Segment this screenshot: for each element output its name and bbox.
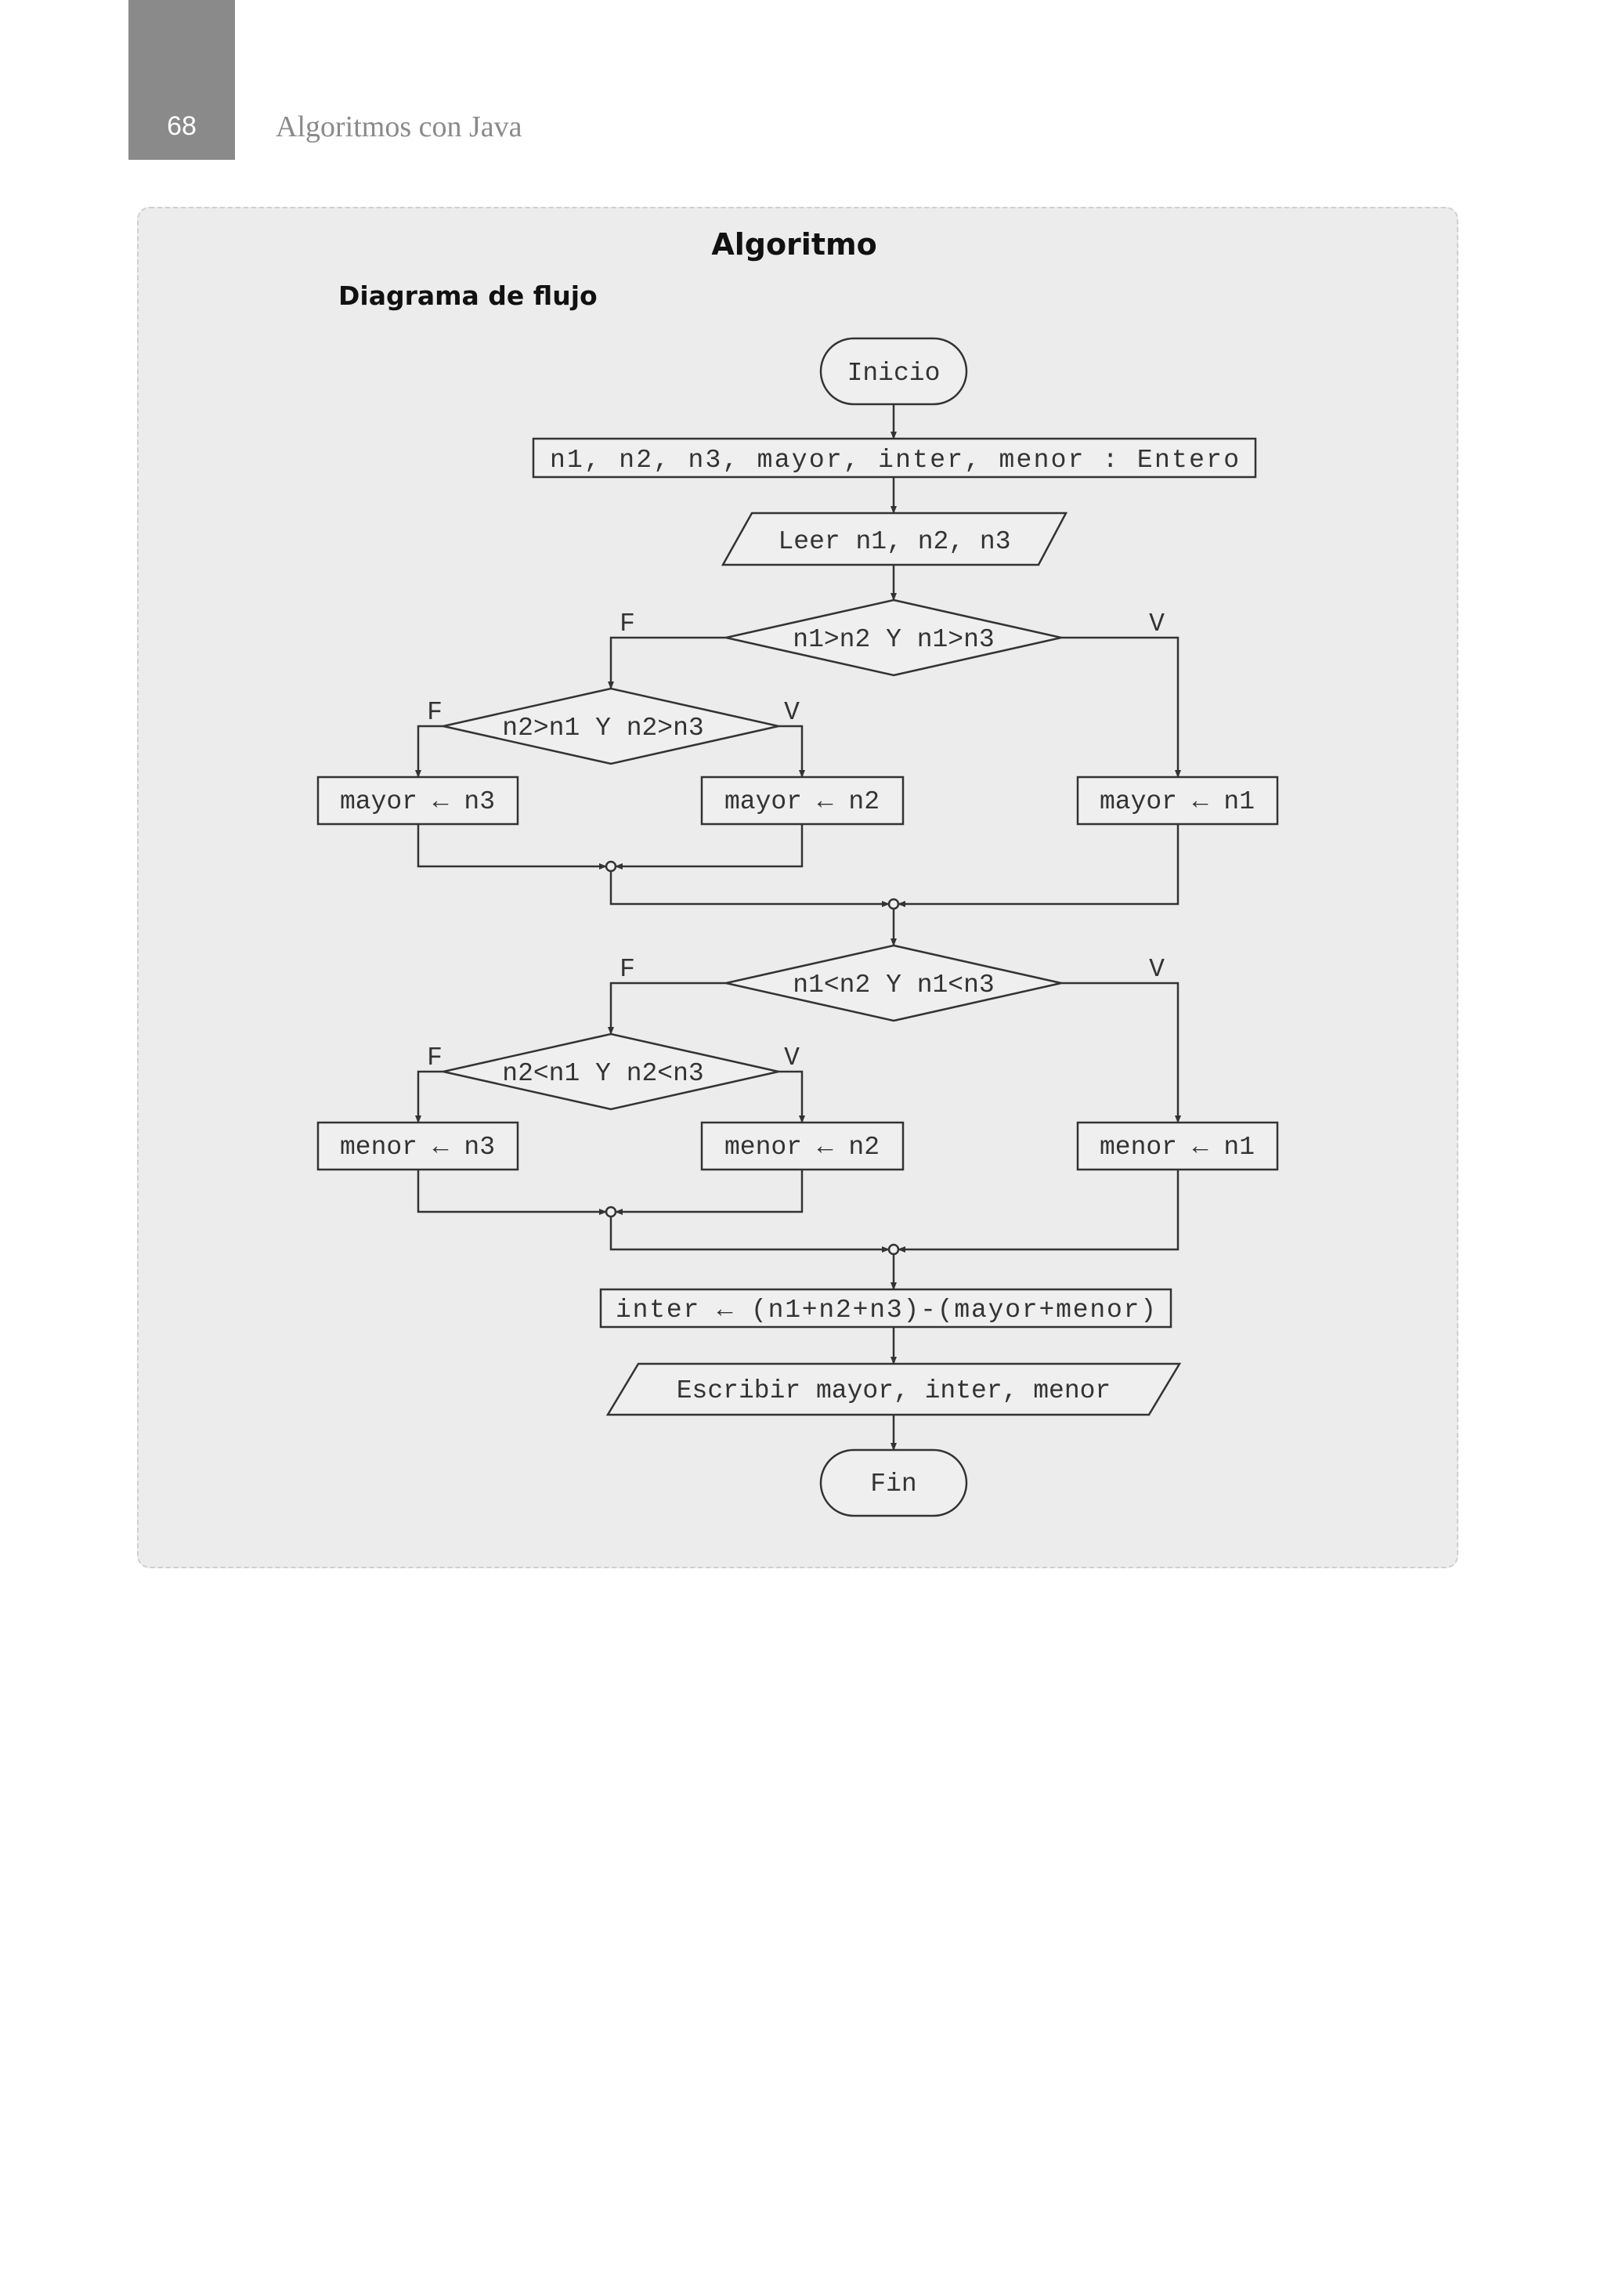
input-label: Leer n1, n2, n3 [778,527,1010,556]
connector-line [615,824,804,870]
end-label: Fin [870,1470,916,1499]
decision-2-false: F [427,698,443,727]
decision-1-label: n1>n2 Y n1>n3 [793,625,994,654]
assign-mayor-n1-label: mayor ← n1 [1100,787,1255,816]
assign-mayor-n1-box [1076,776,1279,826]
connector-line [1061,982,1181,1123]
merge-node [887,898,900,910]
decision-1-false: F [620,609,635,638]
assign-menor-n3-label: menor ← n3 [340,1133,495,1162]
connector-line [779,1070,805,1123]
connector-line [1061,636,1181,778]
connectors [415,404,1181,1451]
assign-menor-n1-box [1076,1121,1279,1171]
connector-line [608,982,726,1035]
connector-line [608,636,726,689]
connector-line [417,824,607,870]
connector-line [415,725,443,778]
start-terminal [819,337,968,406]
connector-line [609,871,890,907]
decision-2-label: n2>n1 Y n2>n3 [502,714,703,743]
assign-menor-n1-label: menor ← n1 [1100,1133,1255,1162]
assign-menor-n2-label: menor ← n2 [724,1133,880,1162]
assign-inter-box [599,1288,1172,1329]
merge-node [887,1243,900,1256]
merge-node [605,1206,617,1218]
assign-mayor-n2-box [700,776,905,826]
panel-title: Algoritmo [711,227,877,262]
input-parallelogram [721,512,1068,566]
page-number-tab [128,0,235,160]
decision-4-false: F [427,1043,443,1072]
decision-3-false: F [620,955,635,984]
connector-line [415,1070,443,1123]
assign-mayor-n3-box [316,776,519,826]
output-parallelogram [605,1362,1182,1416]
decision-2 [443,687,779,765]
decision-1 [725,598,1062,677]
connector-line [417,1170,607,1215]
connector-line [609,1217,890,1253]
page-number: 68 [167,111,197,141]
merge-node [605,860,617,873]
decision-2-true: V [784,698,800,727]
decision-3-true: V [1149,955,1165,984]
declaration-box [532,437,1257,479]
assign-inter-label: inter ← (n1+n2+n3)-(mayor+menor) [616,1296,1156,1325]
assign-mayor-n2-label: mayor ← n2 [724,787,880,816]
decision-3 [725,944,1062,1022]
decision-4-true: V [784,1043,800,1072]
running-title: Algoritmos con Java [276,110,522,143]
connector-line [779,725,805,778]
decision-1-true: V [1149,609,1165,638]
start-label: Inicio [847,359,941,388]
algorithm-panel [137,207,1458,1568]
connector-line [898,824,1180,907]
decision-4 [443,1032,779,1111]
end-terminal [819,1448,968,1517]
assign-menor-n3-box [316,1121,519,1171]
decision-4-label: n2<n1 Y n2<n3 [502,1059,703,1088]
connector-line [898,1170,1180,1253]
panel-subtitle: Diagrama de flujo [338,280,598,311]
assign-menor-n2-box [700,1121,905,1171]
assign-mayor-n3-label: mayor ← n3 [340,787,495,816]
decision-3-label: n1<n2 Y n1<n3 [793,971,994,1000]
output-label: Escribir mayor, inter, menor [677,1376,1111,1405]
connector-line [615,1170,804,1215]
